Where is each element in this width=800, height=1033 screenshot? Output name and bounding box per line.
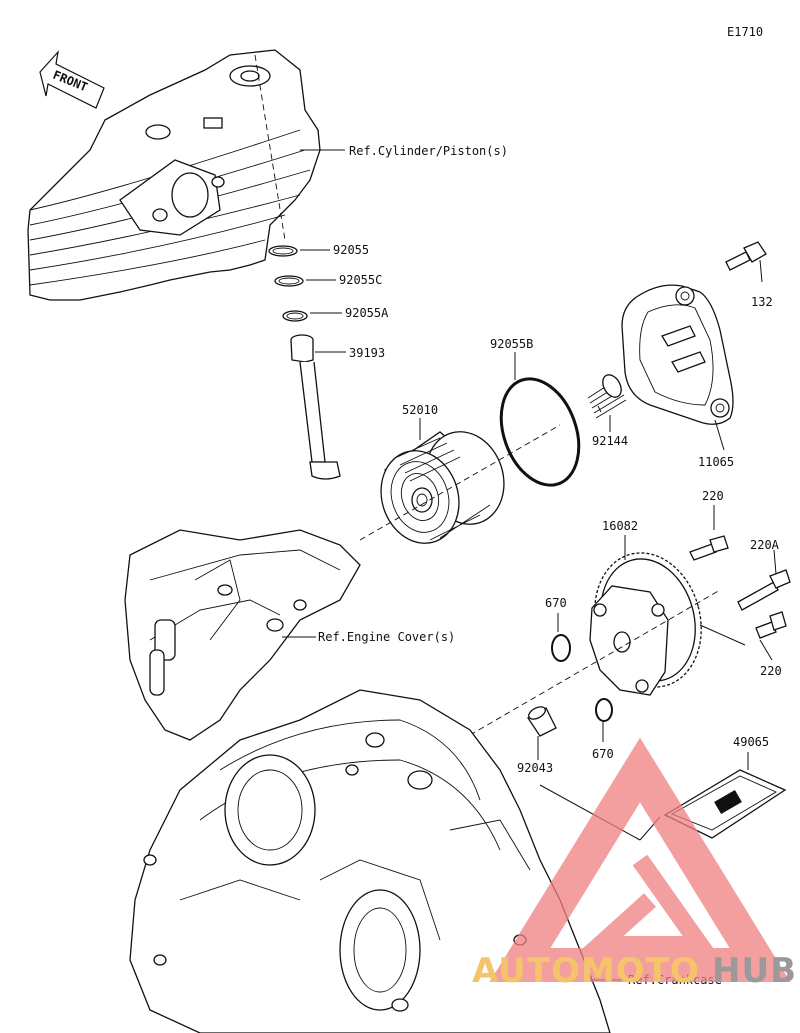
callout-49065: 49065: [733, 735, 769, 749]
callout-92043: 92043: [517, 761, 553, 775]
callout-16082: 16082: [602, 519, 638, 533]
o-ring-92055c: [274, 275, 304, 287]
o-ring-92055b: [499, 377, 581, 487]
callout-92144: 92144: [592, 434, 628, 448]
callout-ref-cylinder: Ref.Cylinder/Piston(s): [349, 144, 508, 158]
callout-ref-engine-cover: Ref.Engine Cover(s): [318, 630, 455, 644]
callout-11065: 11065: [698, 455, 734, 469]
oil-pipe-39193: [290, 334, 341, 480]
bolt-220-top: [689, 535, 729, 561]
callout-670-bottom: 670: [592, 747, 614, 761]
watermark-text-hub: HUB: [712, 951, 797, 991]
oil-filter-52010: [380, 431, 505, 544]
callout-132: 132: [751, 295, 773, 309]
filter-cover-11065: [621, 284, 734, 425]
bolt-132: [725, 241, 767, 271]
bolt-220a: [737, 569, 791, 611]
oil-pump-gear-16082: [589, 552, 702, 696]
automotohub-watermark-text: AUTOMOTO HUB: [472, 951, 797, 991]
callout-92055a: 92055A: [345, 306, 389, 320]
crankcase-reference-drawing: [129, 689, 611, 1033]
callout-92055: 92055: [333, 243, 369, 257]
callout-220a: 220A: [750, 538, 780, 552]
callout-92055c: 92055C: [339, 273, 382, 287]
dowel-pin-92043: [527, 706, 557, 737]
engine-cover-reference-drawing: [124, 529, 361, 741]
watermark-text-automoto: AUTOMOTO: [472, 951, 700, 991]
callout-220-bottom: 220: [760, 664, 782, 678]
callout-92055b: 92055B: [490, 337, 533, 351]
cylinder-reference-drawing: [27, 49, 321, 301]
bolt-220-bottom: [755, 611, 787, 639]
o-ring-670-left: [551, 634, 571, 662]
callout-52010: 52010: [402, 403, 438, 417]
automotohub-logo: [489, 737, 791, 982]
diagram-code: E1710: [727, 25, 763, 39]
callout-220-top: 220: [702, 489, 724, 503]
callout-670-left: 670: [545, 596, 567, 610]
front-arrow-icon: FRONT: [39, 50, 105, 109]
o-ring-92055: [268, 245, 298, 257]
o-ring-670-bottom: [595, 698, 613, 722]
o-ring-92055a: [282, 310, 308, 322]
callout-39193: 39193: [349, 346, 385, 360]
spring-92144: [587, 374, 627, 419]
